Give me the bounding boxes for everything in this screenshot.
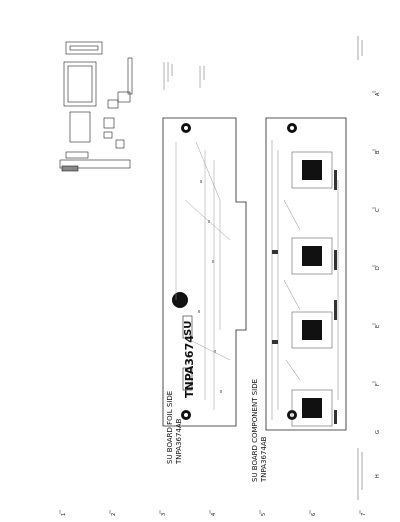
frame-col-label: 2 [111,512,117,516]
right-board-title: SU BOARD COMPONENT SIDE [251,378,259,482]
frame-row-label: A [375,92,381,96]
driver-ic-1 [302,160,322,180]
inset-sketch [59,41,133,172]
mounting-hole [172,292,188,308]
right-margin-marks [357,36,363,500]
driver-ic-2 [302,246,322,266]
frame-ticks [59,91,376,514]
driver-ic-4 [302,398,322,418]
frame-row-label: G [375,430,381,434]
left-board-silk-mark: SU [183,320,194,336]
frame-col-label: 3 [161,512,167,516]
frame-col-label: 6 [311,512,317,516]
right-board-component-side [265,117,347,431]
right-board-part-number: TNPA3674AB [260,436,268,482]
inset-notes [163,62,205,90]
left-board-foil-side [162,117,247,427]
frame-row-label: F [375,383,381,386]
frame-row-label: D [375,266,381,270]
frame-col-label: 4 [211,512,217,516]
left-board-title: SU BOARD FOIL SIDE [166,390,174,464]
driver-ic-3 [302,320,322,340]
frame-row-label: H [375,474,381,478]
left-board-part-number: TNPA3674AB [175,418,183,464]
frame-row-label: C [375,208,381,213]
frame-col-label: 7 [361,512,367,516]
left-board-silk-label: TNPA3674 [183,335,196,398]
frame-row-label: E [375,324,381,328]
frame-col-label: 1 [61,512,67,516]
frame-col-label: 5 [261,512,267,516]
frame-row-label: B [375,150,381,154]
